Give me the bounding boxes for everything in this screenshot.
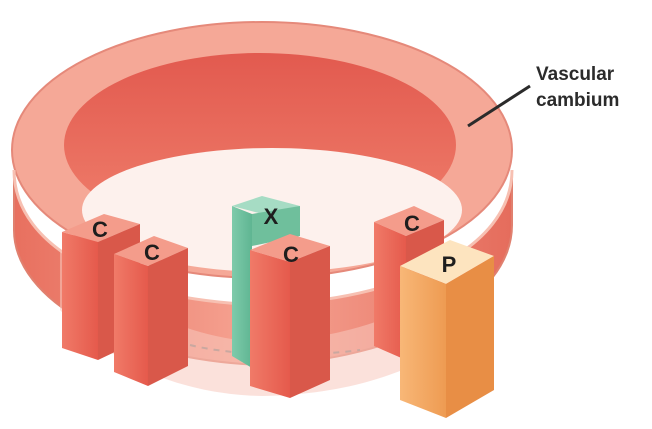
- callout-line-1: Vascular: [536, 62, 650, 88]
- cambium-cell-2: C: [114, 236, 188, 386]
- cell-label-c2: C: [144, 240, 160, 265]
- cambium-cell-3: C: [250, 234, 330, 398]
- callout-line-2: cambium: [536, 88, 650, 114]
- cell-label-x: X: [264, 204, 279, 229]
- vascular-cambium-label: Vascular cambium: [536, 62, 650, 114]
- phloem-cell: P: [400, 240, 494, 418]
- cells: C C X C C: [62, 196, 494, 418]
- cell-label-p: P: [442, 252, 457, 277]
- cell-label-c3: C: [283, 242, 299, 267]
- cell-label-c4: C: [404, 211, 420, 236]
- cell-label-c1: C: [92, 217, 108, 242]
